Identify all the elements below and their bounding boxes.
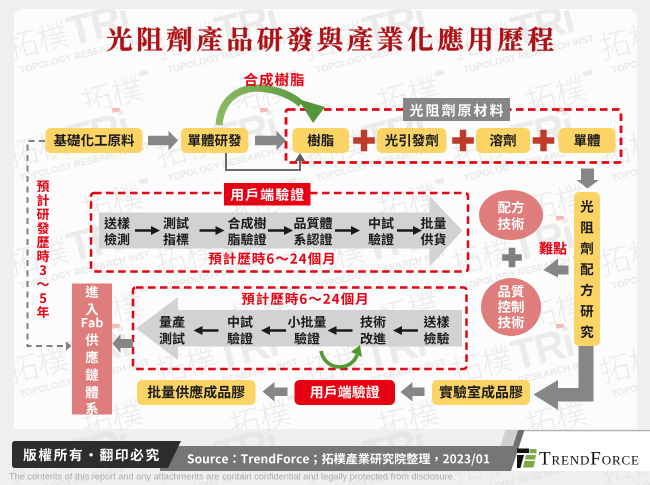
svg-text:TrendForce: TrendForce [539,449,639,470]
svg-text:The contents of this report an: The contents of this report and any atta… [9,472,455,482]
